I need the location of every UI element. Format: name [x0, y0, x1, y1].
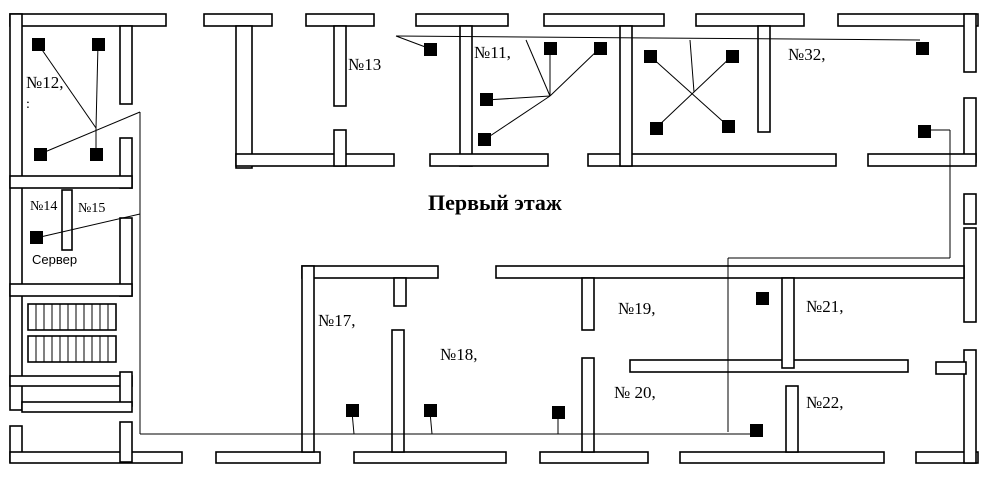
- staircase: [27, 303, 117, 363]
- room-label-18: №18,: [440, 345, 477, 364]
- room-label-22: №22,: [806, 393, 843, 412]
- room-label-14: №14: [30, 199, 57, 214]
- workstation-node: [750, 424, 763, 437]
- interior-walls: [9, 25, 977, 463]
- workstation-node: [722, 120, 735, 133]
- workstation-node: [544, 42, 557, 55]
- workstation-node: [346, 404, 359, 417]
- workstation-node: [478, 133, 491, 146]
- network-nodes: [30, 38, 931, 437]
- workstation-node: [480, 93, 493, 106]
- workstation-node: [424, 43, 437, 56]
- room-label-11: №11,: [474, 43, 511, 62]
- room-label-32: №32,: [788, 45, 825, 64]
- server-label: Сервер: [32, 252, 77, 267]
- labels: Первый этаж №12, : №13 №11, №32, №14 №15…: [26, 43, 843, 412]
- workstation-node: [92, 38, 105, 51]
- workstation-node: [594, 42, 607, 55]
- room-label-12: №12,: [26, 73, 63, 92]
- server-node: [30, 231, 43, 244]
- room-label-19: №19,: [618, 299, 655, 318]
- workstation-node: [32, 38, 45, 51]
- workstation-node: [756, 292, 769, 305]
- network-cables: [35, 35, 951, 435]
- workstation-node: [650, 122, 663, 135]
- floor-title: Первый этаж: [428, 190, 562, 215]
- workstation-node: [644, 50, 657, 63]
- workstation-node: [918, 125, 931, 138]
- workstation-node: [90, 148, 103, 161]
- room-label-17: №17,: [318, 311, 355, 330]
- outer-walls: [9, 13, 979, 464]
- workstation-node: [424, 404, 437, 417]
- workstation-node: [916, 42, 929, 55]
- room-label-21: №21,: [806, 297, 843, 316]
- room-label-12-dots: :: [26, 97, 30, 112]
- room-label-13: №13: [348, 55, 381, 74]
- workstation-node: [34, 148, 47, 161]
- workstation-node: [726, 50, 739, 63]
- room-label-15: №15: [78, 201, 105, 216]
- workstation-node: [552, 406, 565, 419]
- room-label-20: № 20,: [614, 383, 656, 402]
